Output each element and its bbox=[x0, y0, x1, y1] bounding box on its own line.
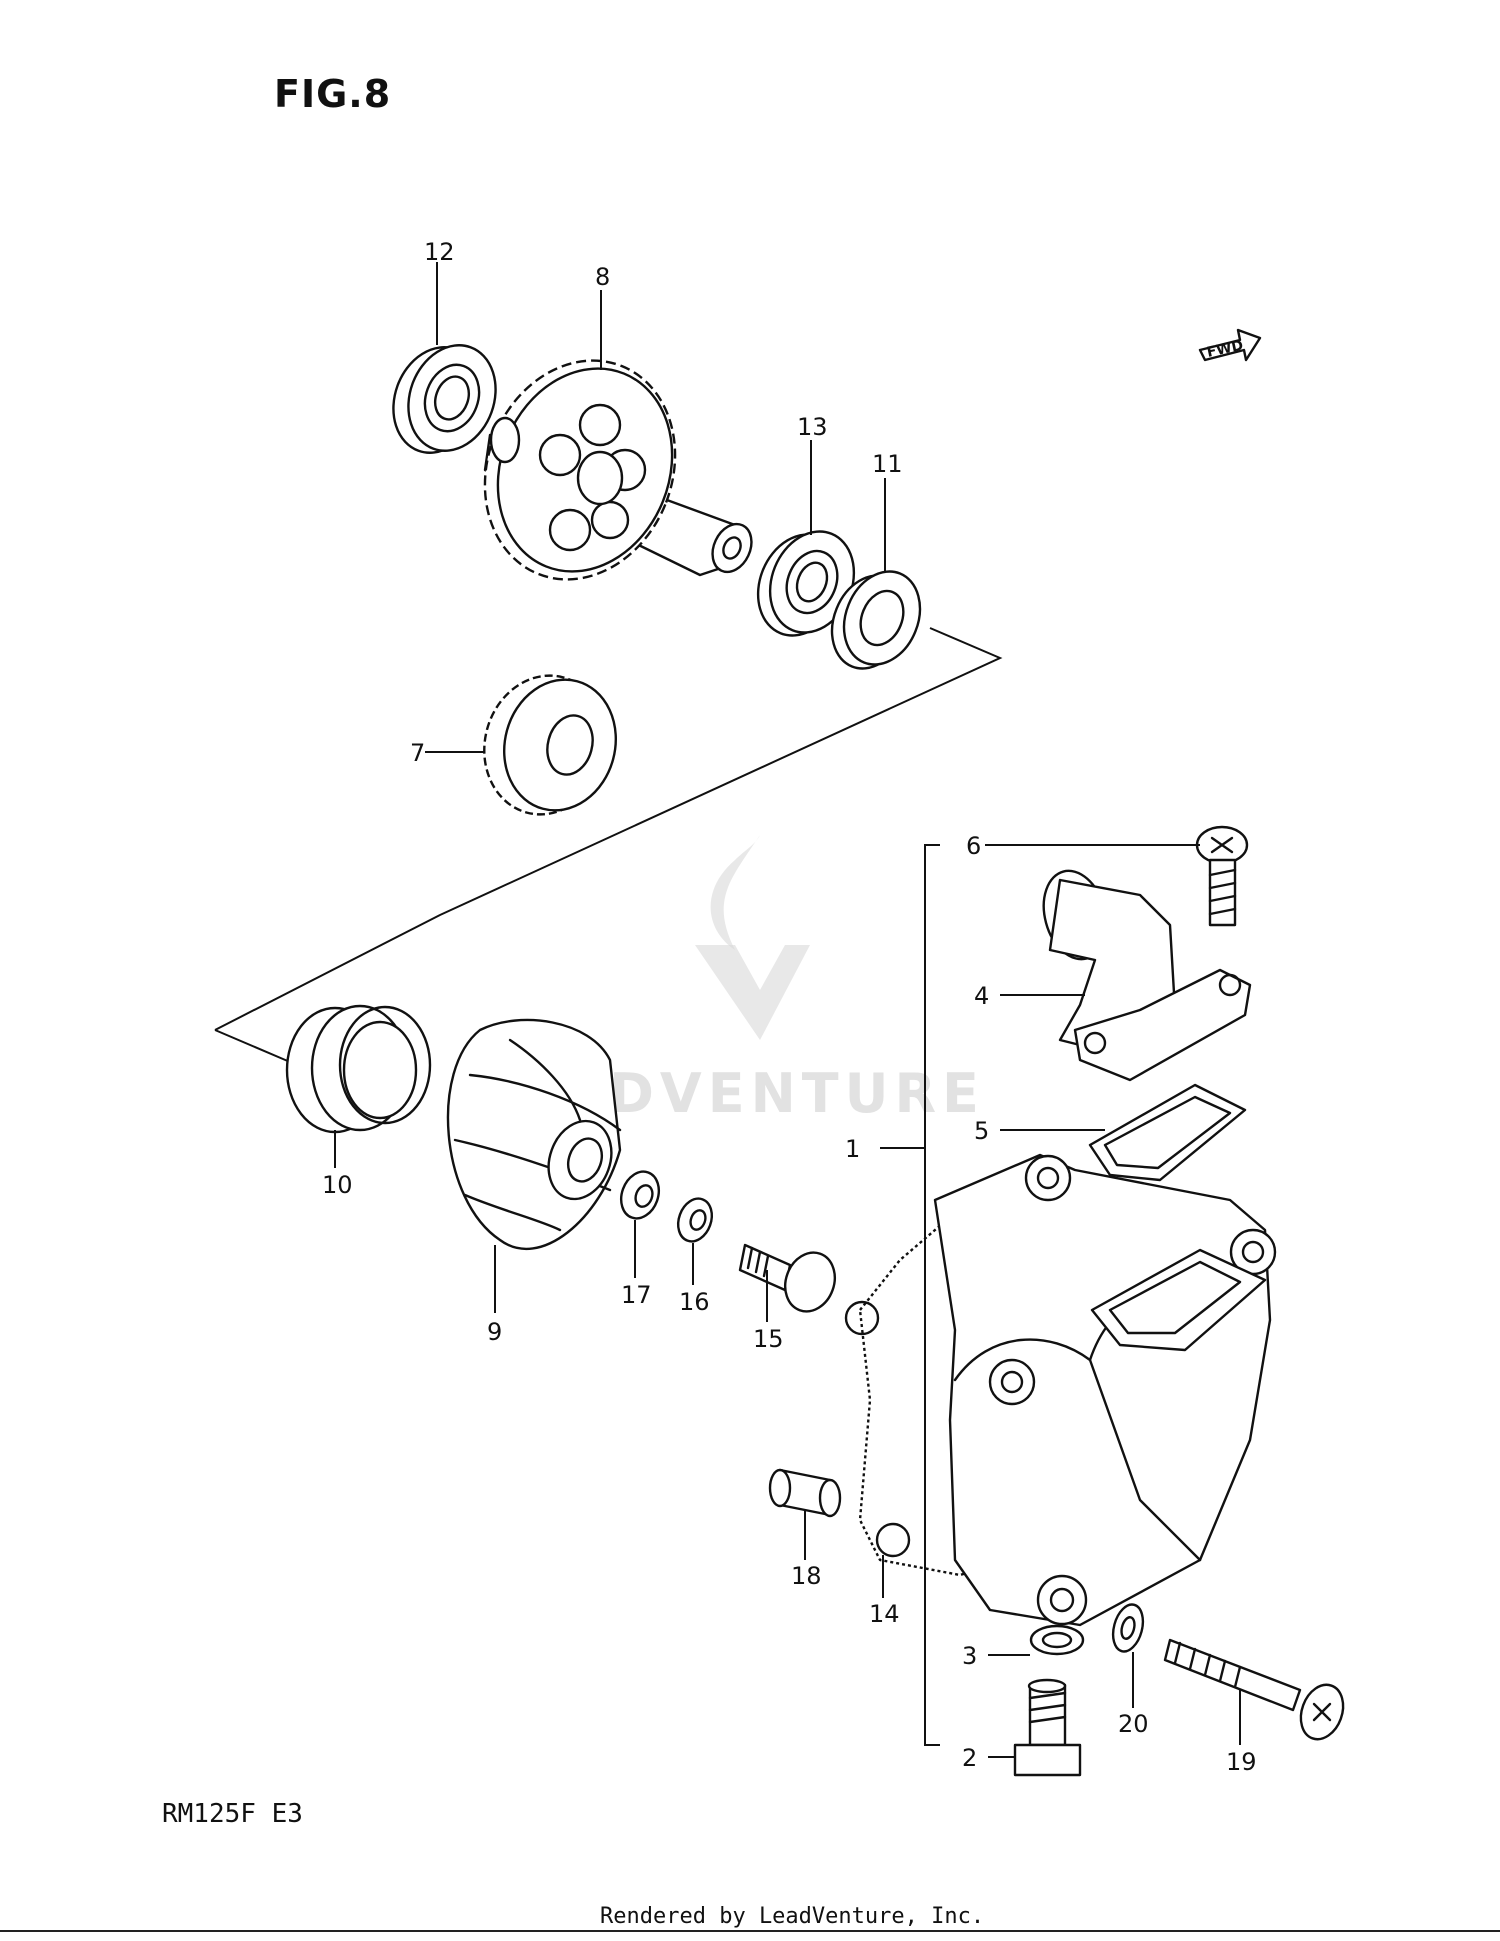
callout-labels: 12 8 13 11 7 10 9 17 16 15 18 14 6 4 5 1… bbox=[322, 238, 1257, 1776]
callout-2: 2 bbox=[962, 1744, 977, 1772]
part-2-drain-bolt bbox=[1013, 1678, 1082, 1777]
part-4-inlet-pipe bbox=[1042, 869, 1252, 1082]
part-7-gear bbox=[483, 674, 618, 816]
footer-divider bbox=[0, 1930, 1500, 1932]
fwd-label: FWD bbox=[1206, 338, 1245, 361]
part-5-gasket bbox=[1088, 1083, 1247, 1182]
part-9-impeller bbox=[446, 1018, 622, 1251]
callout-19: 19 bbox=[1226, 1748, 1257, 1776]
part-6-screw bbox=[1195, 825, 1249, 927]
callout-12: 12 bbox=[424, 238, 455, 266]
callout-7: 7 bbox=[410, 739, 425, 767]
figure-title: FIG.8 bbox=[274, 72, 392, 116]
part-19-long-bolt bbox=[1163, 1638, 1345, 1741]
footer-text: Rendered by LeadVenture, Inc. bbox=[600, 1904, 985, 1929]
part-16-washer bbox=[676, 1197, 714, 1243]
callout-16: 16 bbox=[679, 1288, 710, 1316]
callout-3: 3 bbox=[962, 1642, 977, 1670]
callout-1: 1 bbox=[845, 1135, 860, 1163]
callout-11: 11 bbox=[872, 450, 903, 478]
part-20-washer bbox=[1111, 1603, 1145, 1653]
model-code: RM125F E3 bbox=[162, 1799, 303, 1829]
callout-18: 18 bbox=[791, 1562, 822, 1590]
part-12-bearing bbox=[392, 344, 497, 454]
fwd-arrow-icon: FWD bbox=[1198, 328, 1262, 362]
leader-lines bbox=[334, 262, 1241, 1758]
callout-20: 20 bbox=[1118, 1710, 1149, 1738]
part-18-dowel-pin bbox=[768, 1468, 842, 1518]
part-10-oil-seal bbox=[285, 1004, 432, 1134]
callout-13: 13 bbox=[797, 413, 828, 441]
part-8-pump-shaft-gear bbox=[483, 359, 753, 581]
callout-6: 6 bbox=[966, 832, 981, 860]
part-11-oil-seal bbox=[830, 570, 922, 670]
callout-5: 5 bbox=[974, 1117, 989, 1145]
callout-15: 15 bbox=[753, 1325, 784, 1353]
part-15-bolt bbox=[738, 1243, 836, 1313]
callout-8: 8 bbox=[595, 263, 610, 291]
callout-17: 17 bbox=[621, 1281, 652, 1309]
footer: Rendered by LeadVenture, Inc. bbox=[0, 1898, 1500, 1941]
part-3-washer bbox=[1029, 1624, 1085, 1656]
part-1-pump-cover bbox=[933, 1153, 1277, 1627]
assembly-bracket-1 bbox=[924, 844, 940, 1746]
part-17-washer bbox=[619, 1170, 661, 1220]
callout-14: 14 bbox=[869, 1600, 900, 1628]
callout-4: 4 bbox=[974, 982, 989, 1010]
callout-9: 9 bbox=[487, 1318, 502, 1346]
callout-10: 10 bbox=[322, 1171, 353, 1199]
